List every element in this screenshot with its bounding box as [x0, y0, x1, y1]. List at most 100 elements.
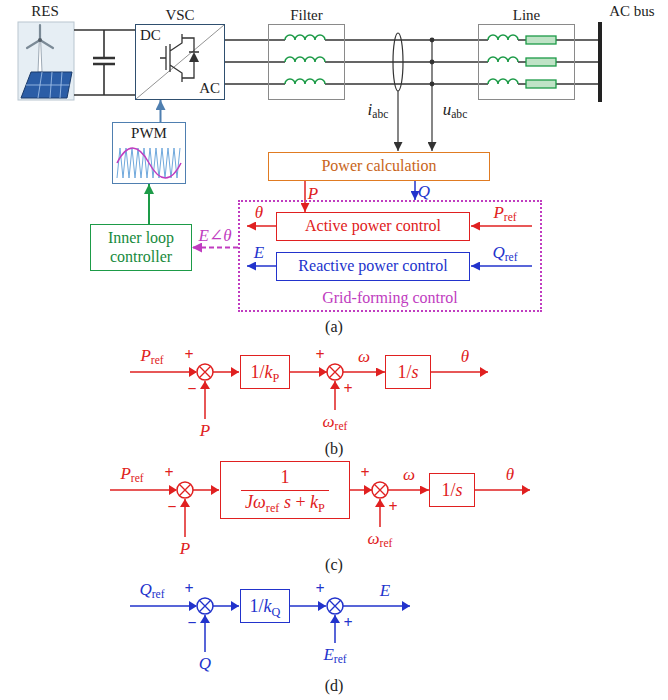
signal-label: θ: [255, 203, 263, 223]
component-label: AC bus: [609, 3, 654, 20]
signal-label: P: [200, 421, 210, 441]
signal-label: θ: [506, 465, 514, 485]
math-symbol: θ: [506, 465, 514, 484]
math-symbol: Q: [139, 580, 151, 599]
signal-label: P: [180, 539, 190, 559]
signal-label: Pref: [120, 464, 143, 484]
gate-signal-arrow: [160, 100, 162, 122]
math-symbol: s: [456, 480, 463, 500]
diode-symbol: [189, 52, 199, 62]
component-label: Filter: [290, 7, 323, 24]
subscript: ref: [505, 251, 518, 264]
transfer-block: 1Jωref s + kP: [220, 461, 350, 519]
signal-line: [130, 372, 488, 419]
math-symbol: E: [323, 645, 333, 664]
subfigure-caption: (b): [325, 440, 344, 458]
block-label: Power calculation: [321, 157, 436, 175]
sign-label: +: [360, 464, 369, 482]
signal-label: Q: [418, 182, 430, 202]
turbine-hub: [38, 38, 42, 42]
block-label: PWM: [131, 125, 167, 142]
signal-label: iabc: [368, 100, 389, 120]
res-background: [18, 22, 74, 100]
turbine-blades: [27, 25, 53, 48]
math-symbol: θ: [255, 203, 263, 222]
capacitor-symbol: [93, 58, 115, 64]
sign-label: +: [343, 614, 352, 632]
signal-label: E: [380, 581, 390, 601]
math-symbol: s: [284, 492, 291, 512]
math-symbol: ω: [253, 492, 266, 512]
denominator: Jωref s + kP: [241, 490, 329, 513]
subfigure-caption: (d): [325, 677, 344, 695]
sign-label: +: [164, 464, 173, 482]
component-label: Line: [513, 7, 541, 24]
block-label: Active power control: [305, 217, 441, 235]
resistor-symbol: [526, 80, 556, 88]
math-symbol: E: [380, 581, 390, 600]
math-symbol: P: [493, 203, 503, 222]
reference-arrow: [471, 265, 532, 267]
subfigure-caption: (c): [325, 556, 343, 574]
measurement-arrow: [431, 40, 432, 151]
math-symbol: J: [245, 492, 253, 512]
math-symbol: P: [308, 184, 318, 203]
signal-label: E: [254, 243, 264, 263]
transfer-function: 1/kP: [251, 362, 280, 383]
math-symbol: E: [199, 226, 209, 245]
port-label: AC: [199, 80, 220, 97]
voltage-reference-arrow: [192, 247, 238, 249]
resistor-symbol: [526, 58, 556, 66]
process-box: Active power control: [276, 212, 470, 241]
modulating-wave: [117, 148, 181, 178]
sign-label: −: [187, 614, 196, 632]
port-label: DC: [140, 27, 161, 44]
output-arrow: [247, 225, 276, 227]
math-symbol: P: [120, 464, 130, 483]
line-impedance-box: Line: [478, 24, 575, 100]
transfer-block: 1/kQ: [240, 589, 290, 623]
arrowhead: [364, 485, 372, 495]
math-symbol: ω: [323, 412, 335, 431]
signal-label: E∠θ: [199, 226, 232, 246]
math-symbol: P: [140, 346, 150, 365]
signal-label: ωref: [368, 529, 393, 549]
block-label: Reactive power control: [298, 257, 447, 275]
math-symbol: ω: [403, 465, 415, 484]
signal-label: ω: [403, 465, 415, 485]
transfer-function: 1/s: [397, 362, 418, 383]
solar-grid: [26, 72, 70, 98]
three-phase-wire: [345, 40, 478, 84]
component-label: RES: [31, 3, 59, 20]
process-box: Inner loop controller: [90, 224, 192, 271]
ac-bus-bar: [598, 22, 602, 102]
subscript: ref: [504, 211, 517, 224]
signal-label: uabc: [443, 100, 468, 120]
sign-label: +: [184, 346, 193, 364]
subfigure-caption: (a): [325, 318, 343, 336]
resistor-symbol: [526, 36, 556, 44]
subscript: ref: [335, 420, 348, 433]
three-phase-wire: [225, 40, 268, 84]
signal-label: θ: [461, 347, 469, 367]
inductor-symbol: [488, 35, 518, 84]
subscript: ref: [380, 537, 393, 550]
subscript: P: [273, 370, 280, 384]
math-symbol: k: [310, 492, 318, 512]
converter-diagonal: [136, 25, 224, 99]
pwm-block: PWM: [112, 122, 186, 184]
signal-line: [110, 490, 530, 537]
math-symbol: P: [180, 539, 190, 558]
math-symbol: i: [368, 100, 373, 119]
carrier-wave: [117, 148, 180, 178]
math-symbol: k: [265, 362, 273, 382]
solar-panel: [21, 72, 72, 98]
subscript: abc: [372, 108, 388, 121]
math-symbol: θ: [461, 347, 469, 366]
numerator: 1: [281, 467, 290, 488]
subscript: ref: [152, 588, 165, 601]
signal-label: ω: [358, 347, 370, 367]
